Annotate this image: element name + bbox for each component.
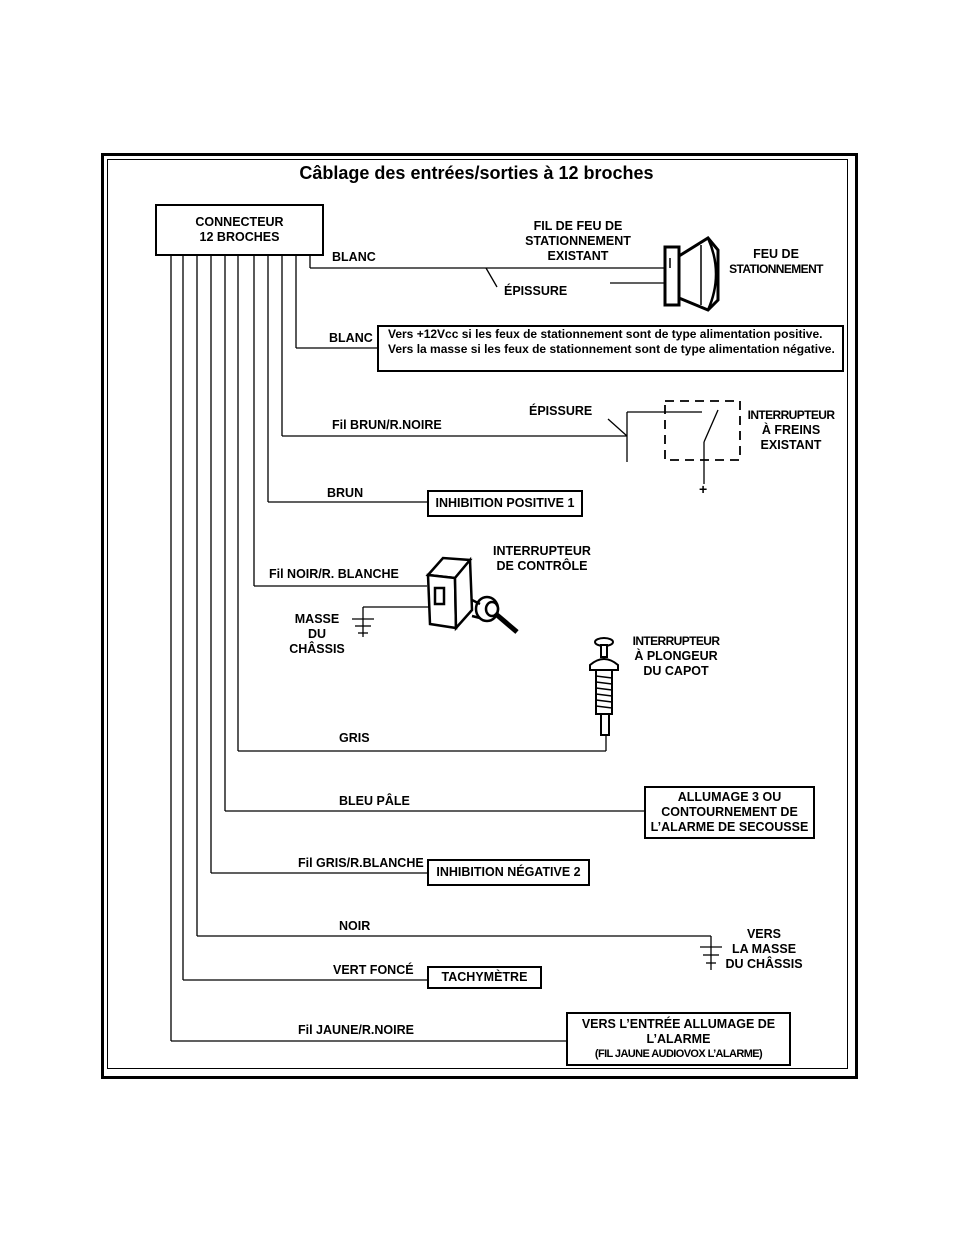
control-switch-label-1: INTERRUPTEUR [493, 544, 591, 558]
wire-label-brun-noire: Fil BRUN/R.NOIRE [332, 418, 442, 432]
parking-lamp-icon [663, 236, 720, 312]
wire-label-noir: NOIR [339, 919, 371, 933]
tachometer-box: TACHYMÈTRE [427, 966, 542, 989]
parking-lamp-label-1: FEU DE [753, 247, 799, 261]
brake-switch-label-1: INTERRUPTEUR [747, 408, 835, 422]
brake-plus-sign: + [699, 481, 708, 497]
wire-label-blanc-2: BLANC [329, 331, 373, 345]
wire-label-blanc-1: BLANC [332, 250, 376, 264]
parking-wire-label-3: EXISTANT [547, 249, 609, 263]
hood-switch-label-1: INTERRUPTEUR [632, 634, 720, 648]
diagram-title: Câblage des entrées/sorties à 12 broches [299, 163, 654, 183]
chassis-ground-label-1: MASSE [294, 612, 340, 626]
brake-switch-label: INTERRUPTEUR À FREINS EXISTANT [742, 408, 840, 453]
polarity-note-line-2: Vers la masse si les feux de stationneme… [388, 342, 835, 356]
inhibit-positive-box: INHIBITION POSITIVE 1 [427, 490, 583, 517]
toggle-switch-icon [425, 556, 519, 634]
parking-lamp-label: FEU DE STATIONNEMENT [720, 247, 832, 277]
ground-right-label-1: VERS [746, 927, 782, 941]
ignition-3-line-3: L’ALARME DE SECOUSSE [650, 820, 809, 834]
chassis-ground-label-2: DU [307, 627, 327, 641]
wire-label-noir-blanche: Fil NOIR/R. BLANCHE [269, 567, 399, 581]
ignition-3-line-2: CONTOURNEMENT DE [661, 805, 798, 819]
wire-label-jaune-noire: Fil JAUNE/R.NOIRE [298, 1023, 414, 1037]
hood-switch-label-3: DU CAPOT [643, 664, 709, 678]
brake-switch-dashed-box [664, 400, 741, 461]
parking-wire-label-1: FIL DE FEU DE [533, 219, 623, 233]
ignition-3-line-1: ALLUMAGE 3 OU [677, 790, 782, 804]
ignition-input-line-1: VERS L’ENTRÉE ALLUMAGE DE [581, 1016, 776, 1031]
parking-wire-label-2: STATIONNEMENT [525, 234, 631, 248]
brake-switch-label-2: À FREINS [761, 423, 821, 437]
wire-label-gris: GRIS [339, 731, 370, 745]
ignition-3-box: ALLUMAGE 3 OU CONTOURNEMENT DE L’ALARME … [644, 786, 815, 839]
splice-mark-1 [485, 267, 498, 288]
plunger-switch-icon [589, 637, 619, 736]
parking-wire-label: FIL DE FEU DE STATIONNEMENT EXISTANT [508, 219, 648, 264]
wire-label-brun: BRUN [327, 486, 364, 500]
ignition-input-line-2: L’ALARME [646, 1031, 711, 1046]
polarity-note-line-1: Vers +12Vcc si les feux de stationnement… [388, 327, 823, 341]
wire-label-gris-blanche: Fil GRIS/R.BLANCHE [298, 856, 424, 870]
inhibit-negative-box: INHIBITION NÉGATIVE 2 [427, 859, 590, 886]
hood-switch-label-2: À PLONGEUR [634, 649, 718, 663]
connector-label-2: 12 BROCHES [199, 230, 280, 244]
inner-frame [107, 159, 848, 1069]
brake-switch-blade [703, 409, 719, 443]
polarity-note-box: Vers +12Vcc si les feux de stationnement… [377, 325, 844, 372]
ignition-input-box: VERS L’ENTRÉE ALLUMAGE DE L’ALARME (FIL … [566, 1012, 791, 1066]
ground-right-label: VERS LA MASSE DU CHÂSSIS [720, 927, 808, 972]
hood-switch-label: INTERRUPTEUR À PLONGEUR DU CAPOT [624, 634, 728, 679]
chassis-ground-label: MASSE DU CHÂSSIS [282, 612, 352, 657]
outer-frame [101, 153, 858, 1079]
parking-lamp-label-2: STATIONNEMENT [729, 262, 823, 276]
wire-label-bleu-pale: BLEU PÂLE [339, 794, 410, 808]
connector-box: CONNECTEUR 12 BROCHES [155, 204, 324, 256]
wire-label-vert-fonce: VERT FONCÉ [333, 963, 414, 977]
splice-label-2: ÉPISSURE [529, 404, 593, 418]
control-switch-label: INTERRUPTEUR DE CONTRÔLE [482, 544, 602, 574]
ignition-input-line-3: (FIL JAUNE AUDIOVOX L’ALARME) [594, 1047, 763, 1060]
chassis-ground-label-3: CHÂSSIS [289, 642, 345, 656]
ground-right-label-3: DU CHÂSSIS [725, 957, 803, 971]
splice-mark-2 [607, 418, 628, 437]
brake-switch-label-3: EXISTANT [760, 438, 822, 452]
connector-label-1: CONNECTEUR [195, 215, 284, 229]
control-switch-label-2: DE CONTRÔLE [496, 559, 588, 573]
splice-label-1: ÉPISSURE [504, 284, 568, 298]
ground-right-label-2: LA MASSE [731, 942, 797, 956]
